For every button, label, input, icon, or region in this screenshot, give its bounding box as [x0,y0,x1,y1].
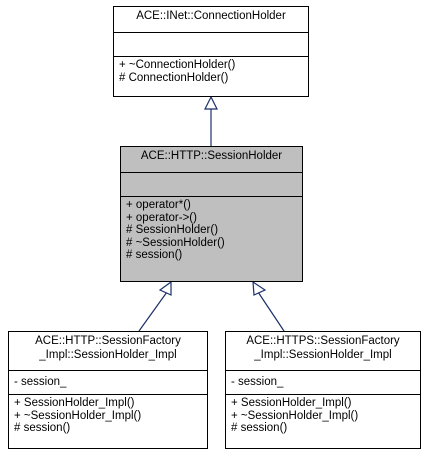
operation: # session() [126,249,183,261]
operation: + ~SessionHolder_Impl() [14,409,142,422]
operations-compartment: + SessionHolder_Impl() + ~SessionHolder_… [226,394,420,437]
attribute: - session_ [14,376,67,388]
attributes-compartment [121,172,302,196]
attributes-compartment: - session_ [226,370,420,394]
class-title: ACE::HTTP::SessionHolder [121,147,302,172]
operations-compartment: + ~ConnectionHolder() # ConnectionHolder… [114,56,308,86]
attributes-compartment [114,32,308,56]
operation: + operator*() [126,199,191,211]
class-name-line: ACE::HTTP::SessionFactory [35,335,181,347]
operation: + ~ConnectionHolder() [119,59,236,71]
edge-http-impl-to-sessionholder [138,291,168,332]
operations-compartment: + operator*() + operator->() # SessionHo… [121,196,302,264]
attribute: - session_ [231,376,284,388]
operation: # session() [231,422,288,434]
operation: + operator->() [126,211,197,224]
operation: + ~SessionHolder_Impl() [231,409,359,422]
class-connection-holder[interactable]: ACE::INet::ConnectionHolder + ~Connectio… [113,6,309,97]
class-title: ACE::INet::ConnectionHolder [114,7,308,32]
edge-https-impl-to-sessionholder [257,291,285,332]
class-http-sessionholder-impl[interactable]: ACE::HTTP::SessionFactory _Impl::Session… [8,331,208,449]
inheritance-arrowhead [204,95,218,110]
operation: + SessionHolder_Impl() [231,397,352,409]
class-name-line: ACE::HTTPS::SessionFactory [246,335,400,347]
class-name: ACE::INet::ConnectionHolder [136,10,286,22]
class-session-holder[interactable]: ACE::HTTP::SessionHolder + operator*() +… [120,146,303,282]
class-https-sessionholder-impl[interactable]: ACE::HTTPS::SessionFactory _Impl::Sessio… [225,331,421,449]
operation: + SessionHolder_Impl() [14,397,135,409]
class-name: ACE::HTTP::SessionHolder [140,150,283,162]
class-name-line: _Impl::SessionHolder_Impl [39,349,177,361]
inheritance-arrowhead [252,280,267,296]
operation: # ~SessionHolder() [126,236,225,249]
attributes-compartment: - session_ [9,370,207,394]
operation: # session() [14,422,71,434]
operation: # ConnectionHolder() [119,71,229,84]
class-title: ACE::HTTPS::SessionFactory _Impl::Sessio… [226,332,420,370]
class-title: ACE::HTTP::SessionFactory _Impl::Session… [9,332,207,370]
operation: # SessionHolder() [126,224,219,236]
operations-compartment: + SessionHolder_Impl() + ~SessionHolder_… [9,394,207,437]
inheritance-arrowhead [158,280,172,296]
class-name-line: _Impl::SessionHolder_Impl [254,349,392,361]
